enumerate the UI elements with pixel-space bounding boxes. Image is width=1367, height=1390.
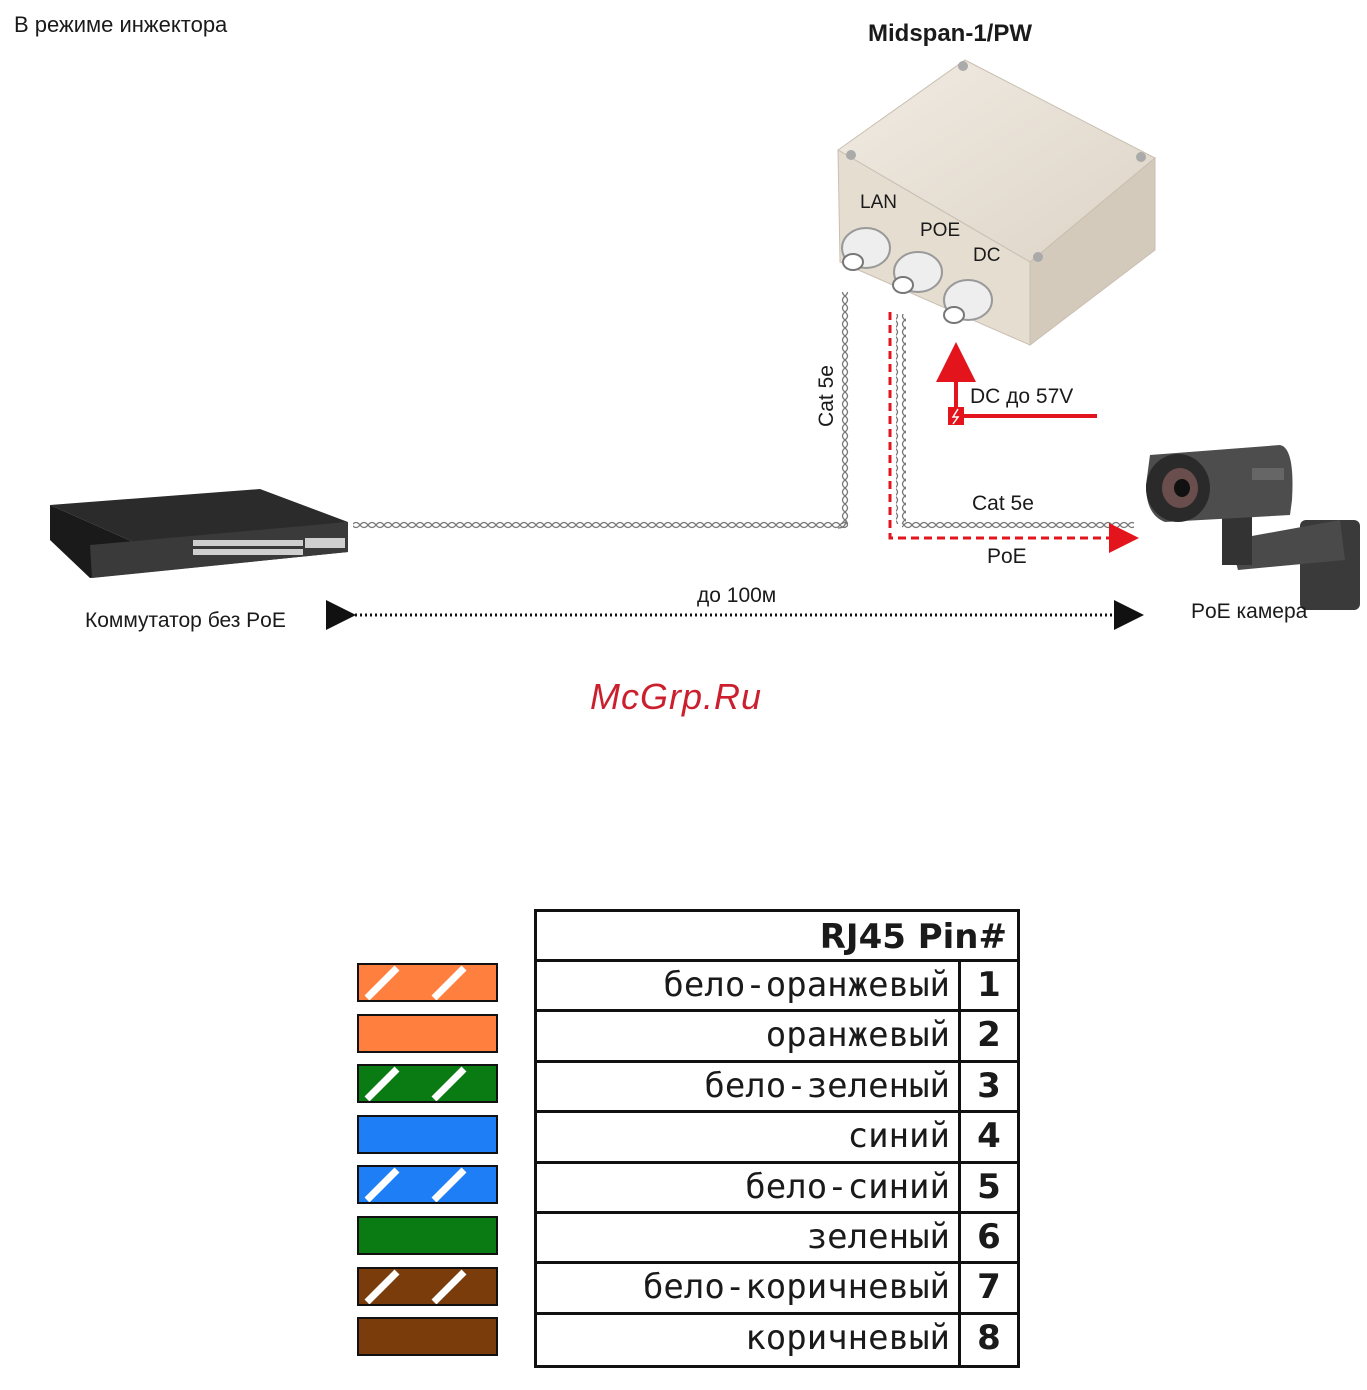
white-stripe	[434, 968, 464, 998]
stripe-icon	[359, 1269, 496, 1304]
switch-icon	[50, 489, 348, 578]
wire-color-name: бело-зеленый	[537, 1063, 961, 1110]
poe-cable-vertical	[896, 314, 906, 524]
pin-number: 7	[961, 1264, 1017, 1311]
wire-swatch	[357, 1064, 498, 1103]
wire-color-name: бело-синий	[537, 1164, 961, 1211]
mode-title: В режиме инжектора	[14, 12, 227, 38]
switch-label: Коммутатор без PoE	[85, 609, 286, 633]
cable-vertical-label: Cat 5e	[815, 351, 839, 441]
port-lan-label: LAN	[860, 192, 897, 214]
wire-color-name: бело-коричневый	[537, 1264, 961, 1311]
port-poe-label: POE	[920, 220, 960, 242]
white-stripe	[434, 1170, 464, 1200]
distance-label: до 100м	[697, 584, 776, 608]
wire-color-name: зеленый	[537, 1214, 961, 1261]
camera-label: PoE камера	[1191, 600, 1307, 624]
wire-swatch	[357, 1165, 498, 1204]
wire-swatch	[357, 1216, 498, 1255]
dc-plug	[948, 407, 964, 425]
device-title: Midspan-1/PW	[868, 20, 1032, 48]
wire-swatch	[357, 1267, 498, 1306]
white-stripe	[367, 1069, 397, 1099]
wire-color-name: бело-оранжевый	[537, 962, 961, 1009]
white-stripe	[434, 1069, 464, 1099]
wire-color-name: синий	[537, 1113, 961, 1160]
wire-swatch	[357, 1317, 498, 1356]
wire-swatch	[357, 1014, 498, 1053]
dc-voltage-label: DC до 57V	[970, 385, 1073, 409]
stripe-icon	[359, 1167, 496, 1202]
pin-number: 8	[961, 1315, 1017, 1365]
pin-number: 2	[961, 1012, 1017, 1059]
wire-color-name: коричневый	[537, 1315, 961, 1365]
poe-label: PoE	[987, 545, 1027, 569]
wire-swatch	[357, 963, 498, 1002]
pin-number: 4	[961, 1113, 1017, 1160]
wire-color-name: оранжевый	[537, 1012, 961, 1059]
poe-cable-horizontal	[902, 520, 1134, 530]
white-stripe	[434, 1272, 464, 1302]
pin-number: 5	[961, 1164, 1017, 1211]
pin-number: 6	[961, 1214, 1017, 1261]
pin-number: 1	[961, 962, 1017, 1009]
lan-cable-vertical	[841, 292, 851, 524]
pinout-header: RJ45 Pin#	[537, 912, 1017, 962]
wire-swatch	[357, 1115, 498, 1154]
white-stripe	[367, 1272, 397, 1302]
lan-cable-horizontal	[353, 520, 848, 530]
stripe-icon	[359, 1066, 496, 1101]
pin-number: 3	[961, 1063, 1017, 1110]
white-stripe	[367, 968, 397, 998]
stripe-icon	[359, 965, 496, 1000]
watermark: McGrp.Ru	[590, 676, 762, 718]
connection-diagram	[0, 0, 1367, 700]
cable-horizontal-label: Cat 5e	[972, 492, 1034, 516]
camera-icon	[1146, 445, 1360, 610]
white-stripe	[367, 1170, 397, 1200]
port-dc-label: DC	[973, 245, 1000, 267]
